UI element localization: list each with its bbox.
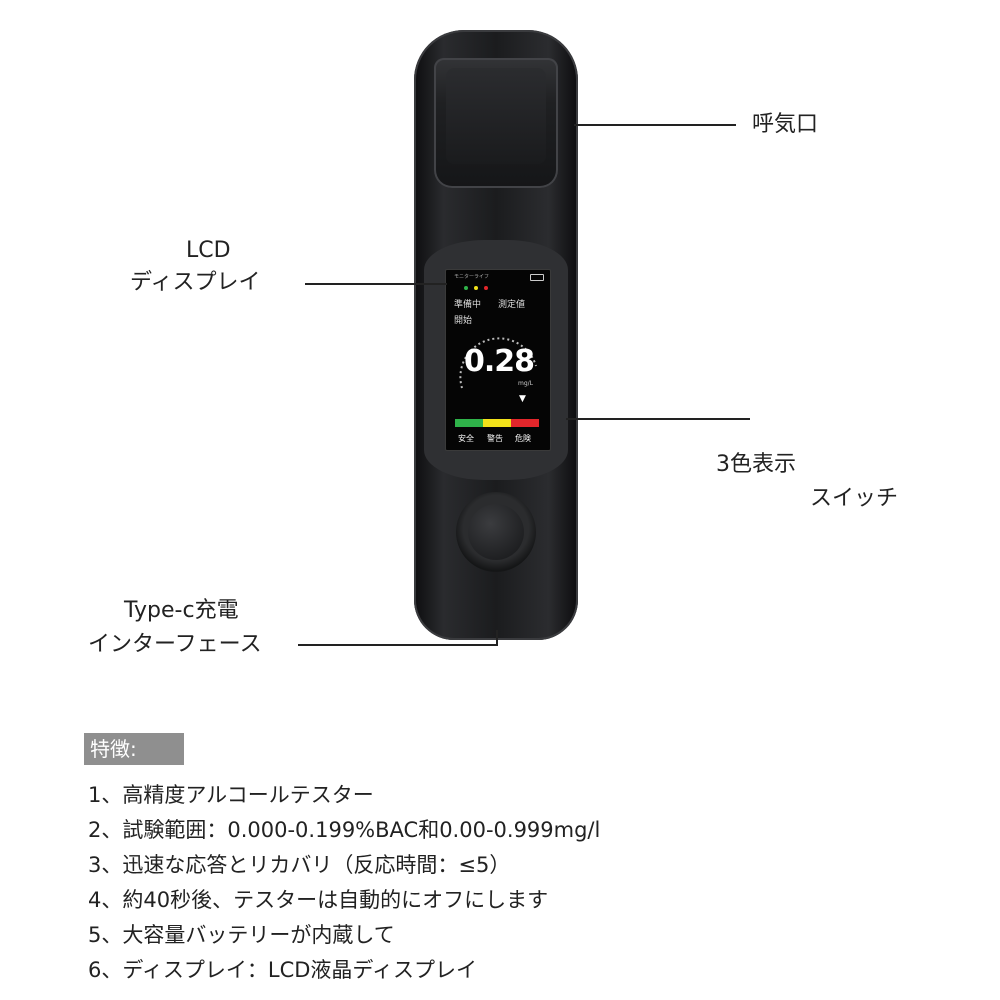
power-switch-button[interactable] — [468, 504, 524, 560]
bac-reading: 0.28 — [464, 344, 535, 379]
level-pointer-icon: ▼ — [519, 394, 526, 404]
screen-header: モニターライフ — [454, 274, 490, 280]
reading-unit: mg/L — [518, 380, 534, 387]
switch-callout-line — [566, 418, 750, 420]
status-measured: 測定値 — [498, 300, 526, 310]
battery-icon — [530, 274, 544, 281]
breath-port — [446, 68, 546, 164]
switch-label-line2: スイッチ — [810, 486, 899, 511]
safe-level-bar — [455, 419, 483, 427]
status-start: 開始 — [454, 316, 473, 326]
lcd-screen: モニターライフ 準備中 測定値 開始 0.28 mg/L ▼ 安全 警告 危険 — [445, 269, 551, 451]
warning-level-bar — [483, 419, 511, 427]
lcd-label-line1: LCD — [186, 238, 231, 263]
danger-level-label: 危険 — [515, 434, 531, 443]
status-ready: 準備中 — [454, 300, 482, 310]
feature-item: 1、高精度アルコールテスター — [88, 783, 374, 807]
breath-port-callout-line — [574, 124, 736, 126]
feature-item: 2、試験範囲：0.000-0.199%BAC和0.00-0.999mg/l — [88, 818, 601, 842]
yellow-indicator-icon — [474, 286, 478, 290]
feature-item: 4、約40秒後、テスターは自動的にオフにします — [88, 888, 549, 912]
warning-level-label: 警告 — [487, 434, 503, 443]
feature-item: 6、ディスプレイ：LCD液晶ディスプレイ — [88, 958, 477, 982]
switch-label-line1: 3色表示 — [716, 452, 796, 477]
typec-callout-line-vertical — [496, 630, 498, 646]
gauge-arc-icon — [459, 337, 537, 389]
features-title: 特徴: — [84, 733, 184, 765]
green-indicator-icon — [464, 286, 468, 290]
lcd-callout-line — [305, 283, 447, 285]
typec-label-line2: インターフェース — [88, 632, 262, 657]
typec-callout-line-horizontal — [298, 644, 498, 646]
danger-level-bar — [511, 419, 539, 427]
safe-level-label: 安全 — [458, 434, 474, 443]
typec-label-line1: Type-c充電 — [124, 598, 239, 623]
feature-item: 5、大容量バッテリーが内蔵して — [88, 923, 395, 947]
breath-port-label: 呼気口 — [752, 112, 819, 137]
red-indicator-icon — [484, 286, 488, 290]
features-list: 1、高精度アルコールテスター 2、試験範囲：0.000-0.199%BAC和0.… — [88, 778, 600, 988]
lcd-label-line2: ディスプレイ — [130, 270, 261, 295]
feature-item: 3、迅速な応答とリカバリ（反応時間：≤5） — [88, 853, 511, 877]
